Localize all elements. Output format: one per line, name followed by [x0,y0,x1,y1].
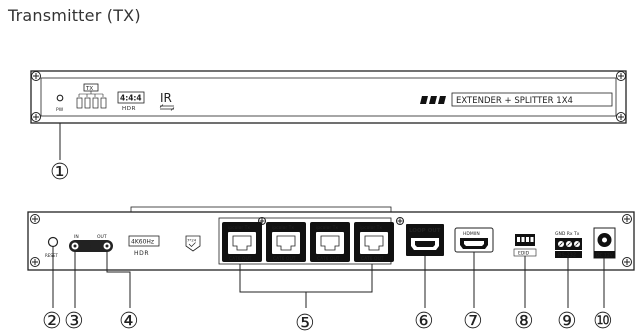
ir-port-block: IN OUT IR [69,234,113,252]
port-brand-3: ipcolor Tx [316,225,338,231]
callout-1: ① [50,160,70,185]
power-badge: 7*24 [185,235,201,252]
callout-3: ③ [64,309,84,334]
callout-2: ② [42,309,62,334]
callout-9: ⑨ [557,309,577,334]
callout-lines [52,247,605,308]
port-label-2: CAT6 OUT [273,256,296,262]
ir-arrow-icon [159,104,175,111]
callout-4: ④ [119,309,139,334]
cat6-port-4: ipcolor Tx CAT6 OUT [354,222,394,262]
rs232-label: RS-232 [558,253,576,259]
port-brand-1: ipcolor Tx [228,225,250,231]
back-panel: RESET IN OUT IR 4K60Hz HDR 7*2 [27,206,635,271]
hdmi-in-port: HDMIIN [454,227,494,253]
rs232-pins-label: GND Rx Tx [555,231,580,237]
callout-10: ⑩ [593,309,613,334]
power-badge-label: 7*24 [187,238,197,243]
reset-label: RESET [45,253,58,258]
cat6-port-1: ipcolor Tx CAT6 OUT [222,222,262,262]
screw-icon [616,71,626,81]
callout-6: ⑥ [414,309,434,334]
port-label-4: CAT6 OUT [361,256,384,262]
screw-icon [30,257,40,267]
back-hdr-label: HDR [134,250,149,257]
front-ir-label: IR [160,91,172,105]
sampling-label: 4:4:4 [120,94,142,103]
port-label-3: CAT6 OUT [317,256,340,262]
screw-icon [31,71,41,81]
callout-7: ⑦ [463,309,483,334]
resolution-badge: 4K60Hz HDR [128,235,160,257]
cat6-port-3: ipcolor Tx CAT6 OUT [310,222,350,262]
reset-button-icon [47,236,59,248]
tx-led-block: TX [76,83,107,109]
edid-label: EDID [518,251,530,257]
port-brand-4: ipcolor Tx [360,225,382,231]
front-hdr-label: HDR [122,106,136,112]
edid-switch: EDID [513,234,537,257]
dc-power-port: DC 12V [593,227,616,259]
callout-5: ⑤ [295,311,315,334]
rs232-port: GND Rx Tx RS-232 [555,231,582,259]
diagram-title: Transmitter (TX) [8,6,141,25]
dc-label: DC 12V [596,253,614,259]
callout-8: ⑧ [514,309,534,334]
screw-icon [622,214,632,224]
screw-icon [622,257,632,267]
screw-icon [396,217,404,225]
hdmi-in-label: HDMIIN [463,231,480,237]
model-label: EXTENDER + SPLITTER 1X4 [456,96,573,106]
cat6-port-2: ipcolor Tx CAT6 OUT [266,222,306,262]
ir-label: IR [86,244,93,251]
port-brand-2: ipcolor Tx [272,225,294,231]
sampling-badge: 4:4:4 HDR [117,91,145,112]
screw-icon [616,112,626,122]
ir-out-label: OUT [97,234,107,240]
loop-out-port: LOOP OUT [406,224,444,256]
pw-label: PW [56,107,64,113]
port-label-1: CAT6 OUT [229,256,252,262]
front-panel: PW TX 4:4:4 HDR IR [30,70,627,124]
screw-icon [30,214,40,224]
ir-in-label: IN [74,234,79,240]
power-led-icon [56,94,64,102]
brand-stripes-icon [420,96,446,104]
screw-icon [31,112,41,122]
resolution-label: 4K60Hz [131,239,154,246]
tx-label: TX [85,86,93,92]
loop-out-label: LOOP OUT [409,228,441,234]
